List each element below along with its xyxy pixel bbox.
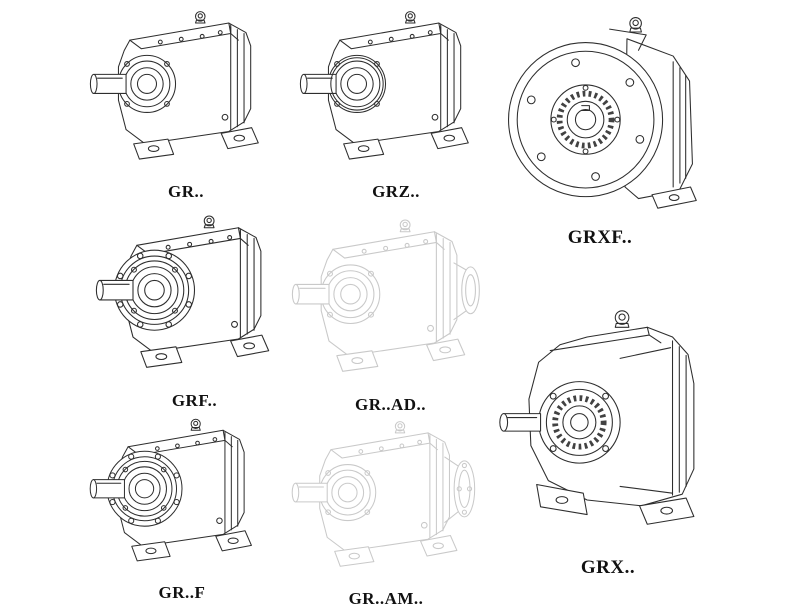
product-label-grxf: GRXF.. bbox=[567, 227, 633, 248]
product-label-grff: GR..F bbox=[158, 583, 206, 602]
grz-gearbox-drawing bbox=[296, 4, 496, 180]
grad-adapter-gearbox-drawing bbox=[288, 212, 480, 393]
product-label-grf: GRF.. bbox=[171, 391, 218, 410]
product-label-gr: GR.. bbox=[168, 182, 204, 201]
product-cell-grx: GRX.. bbox=[494, 302, 722, 579]
product-label-grx: GRX.. bbox=[580, 557, 636, 578]
product-cell-gr: GR.. bbox=[86, 4, 286, 202]
grf-flange-gearbox-drawing bbox=[92, 208, 297, 389]
grxf-flange-gearbox-drawing bbox=[494, 6, 706, 213]
product-label-grad: GR..AD.. bbox=[354, 395, 427, 414]
product-cell-gram: GR..AM.. bbox=[288, 414, 484, 609]
product-cell-grz: GRZ.. bbox=[296, 4, 496, 202]
gram-motor-flange-gearbox-drawing bbox=[288, 414, 476, 587]
grx-gearbox-drawing bbox=[494, 302, 722, 535]
product-cell-grad: GR..AD.. bbox=[288, 212, 493, 415]
product-label-gram: GR..AM.. bbox=[348, 589, 424, 608]
product-label-grz: GRZ.. bbox=[372, 182, 420, 201]
product-cell-grxf: GRXF.. bbox=[494, 6, 706, 249]
product-cell-grff: GR..F bbox=[86, 412, 278, 603]
product-cell-grf: GRF.. bbox=[92, 208, 297, 411]
grf-foot-flange-gearbox-drawing bbox=[86, 412, 278, 581]
gr-foot-mounted-gearbox-drawing bbox=[86, 4, 286, 180]
